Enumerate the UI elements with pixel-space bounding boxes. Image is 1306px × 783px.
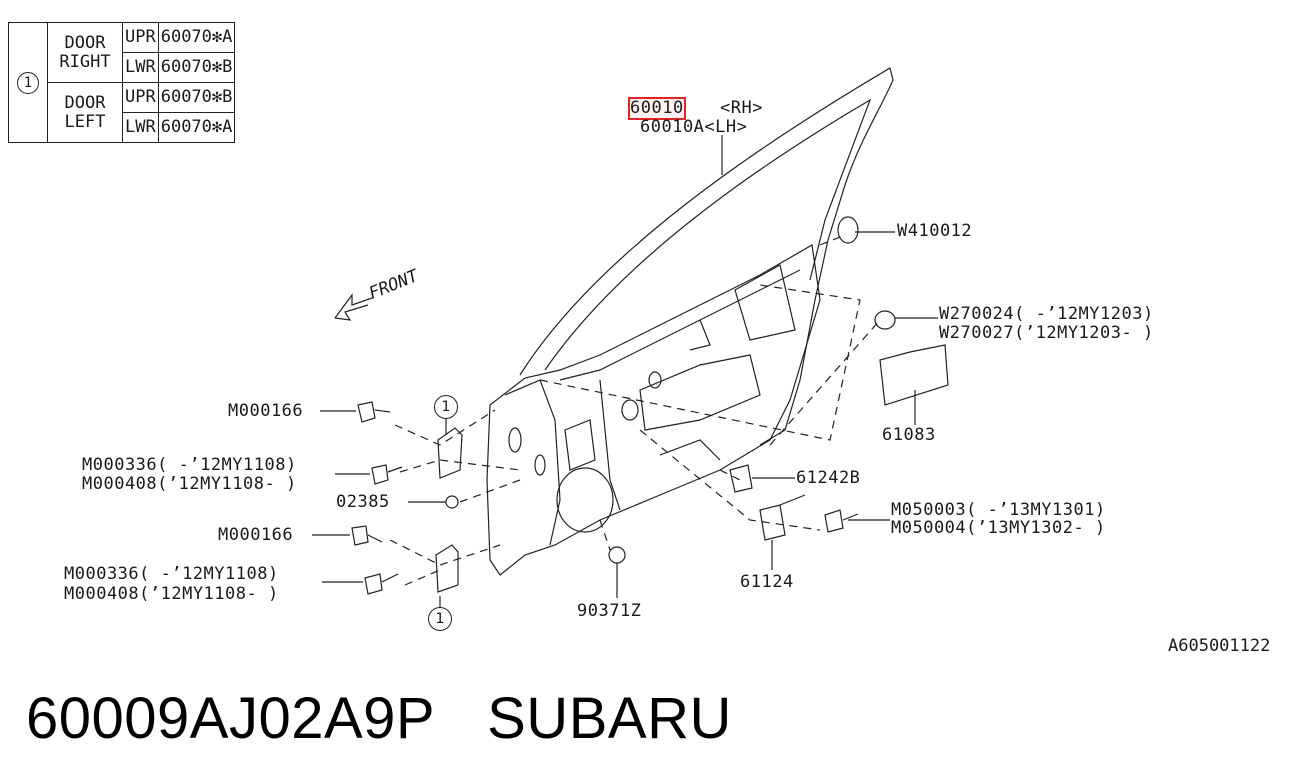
part-label-61083[interactable]: 61083: [882, 425, 936, 445]
table-cell: 60070✻B: [157, 52, 236, 83]
seal-61083: [879, 344, 949, 406]
part-label-rh: <RH>: [720, 98, 763, 118]
hinge-callout-upper: 1: [434, 395, 458, 419]
table-cell: 60070✻A: [157, 22, 236, 53]
table-callout: 1: [8, 22, 48, 143]
table-cell: UPR: [122, 82, 159, 113]
part-label-m000336-upper[interactable]: M000336( -’12MY1108): [82, 455, 297, 475]
diagram-reference-code: A605001122: [1168, 636, 1271, 656]
plug-90371Z: [608, 546, 626, 564]
speaker-hole: [556, 467, 614, 533]
lower-hinge: [435, 544, 459, 593]
checker-61124: [759, 494, 806, 541]
part-label-90371z[interactable]: 90371Z: [577, 601, 642, 621]
part-label-60010a[interactable]: 60010A<LH>: [640, 117, 748, 137]
part-label-m000408-upper[interactable]: M000408(’12MY1108- ): [82, 474, 297, 494]
plug-w270024: [874, 310, 896, 330]
part-label-m050003[interactable]: M050003( -’13MY1301): [891, 500, 1106, 520]
table-cell: 60070✻B: [157, 82, 236, 113]
part-label-m050004[interactable]: M050004(’13MY1302- ): [891, 518, 1106, 538]
part-label-m000336-lower[interactable]: M000336( -’12MY1108): [64, 564, 279, 584]
window-frame-outer: [519, 67, 894, 446]
hinge-callout-lower: 1: [428, 607, 452, 631]
part-label-w410012[interactable]: W410012: [897, 221, 973, 241]
door-inner-panel: [486, 244, 821, 576]
part-label-02385[interactable]: 02385: [336, 492, 390, 512]
part-label-61242b[interactable]: 61242B: [796, 468, 861, 488]
grommet-w410012: [837, 216, 859, 244]
footer-part-number: 60009AJ02A9P: [26, 686, 436, 751]
part-label-m000166-lower[interactable]: M000166: [218, 525, 294, 545]
door-opening: [639, 354, 761, 431]
table-cell: LWR: [122, 52, 159, 83]
upper-hinge: [437, 427, 463, 479]
part-label-m000408-lower[interactable]: M000408(’12MY1108- ): [64, 584, 279, 604]
part-label-60010[interactable]: 60010: [628, 97, 686, 120]
clip-61242B: [729, 464, 753, 493]
part-label-w270024[interactable]: W270024( -’12MY1203): [939, 304, 1154, 324]
footer-title: 60009AJ02A9P SUBARU: [26, 685, 784, 752]
part-label-61124[interactable]: 61124: [740, 572, 794, 592]
window-frame-inner: [544, 98, 872, 371]
part-label-w270027[interactable]: W270027(’12MY1203- ): [939, 323, 1154, 343]
front-arrow-icon: [334, 293, 373, 321]
table-cell: LWR: [122, 112, 159, 143]
footer-brand: SUBARU: [487, 686, 732, 751]
part-label-m000166-upper[interactable]: M000166: [228, 401, 304, 421]
table-cell: 60070✻A: [157, 112, 236, 143]
table-cell: UPR: [122, 22, 159, 53]
